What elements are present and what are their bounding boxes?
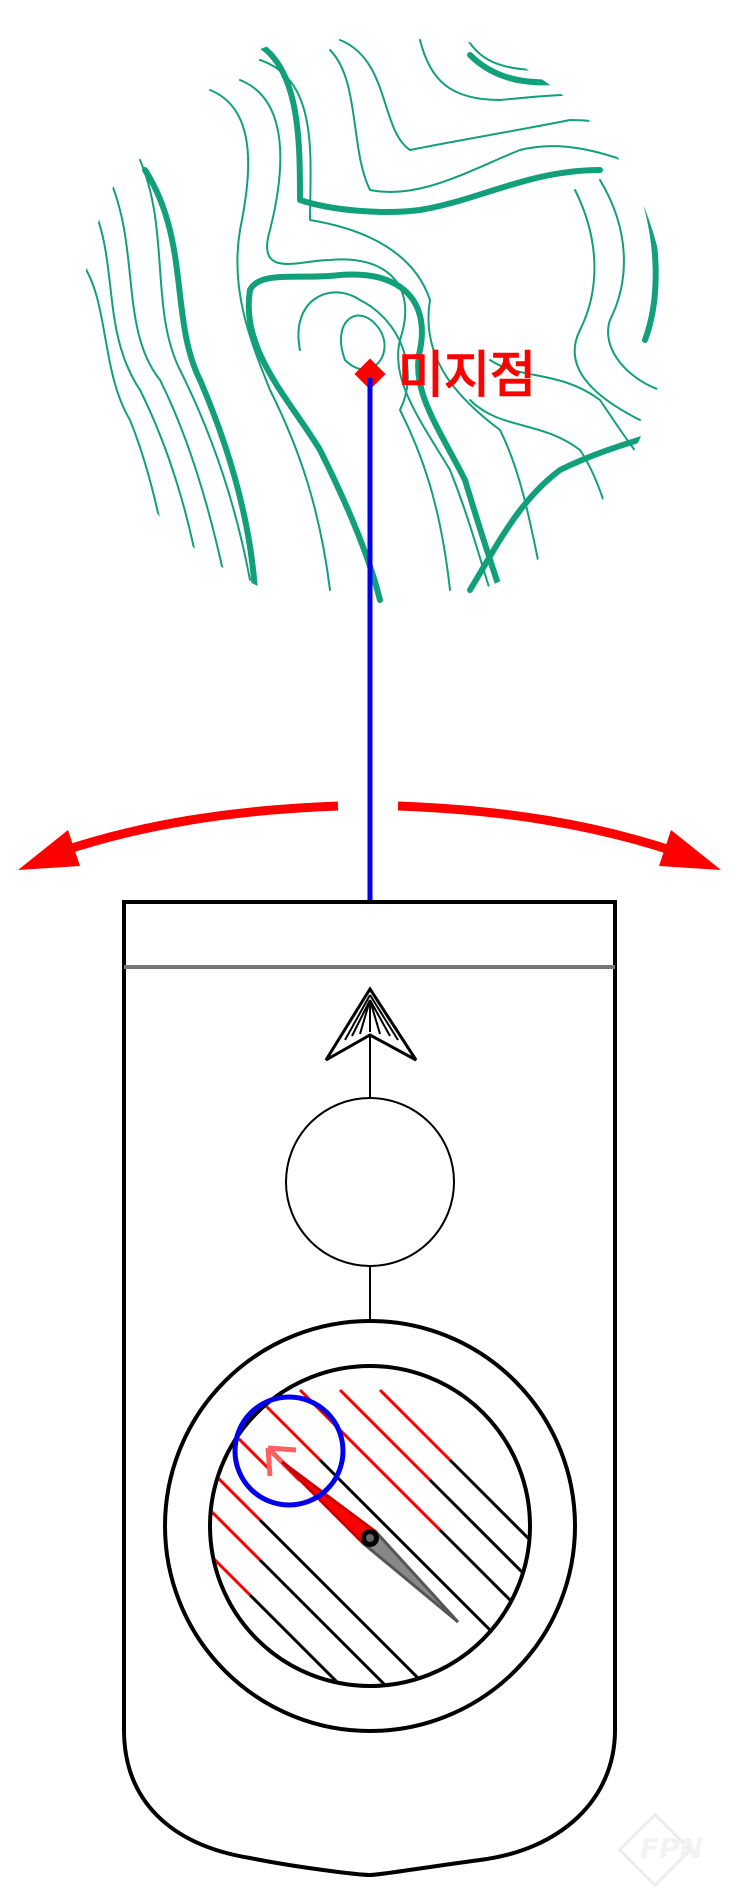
magnetic-needle xyxy=(280,1460,460,1624)
magnifier-circle xyxy=(285,1097,455,1267)
rotate-left-arc xyxy=(58,801,339,857)
rotate-arrows xyxy=(18,801,721,870)
watermark-text: FPN xyxy=(640,1832,703,1865)
rotate-right-arrowhead-icon xyxy=(659,830,721,870)
target-point-marker xyxy=(354,358,386,390)
north-highlight-circle xyxy=(232,1394,346,1508)
rotate-left-arrowhead-icon xyxy=(18,830,80,870)
rotate-right-arc xyxy=(397,801,678,857)
orienting-lines xyxy=(212,1388,528,1684)
target-point-label: 미지점 xyxy=(398,346,536,404)
topographic-map xyxy=(82,26,666,603)
watermark-logo: FPN xyxy=(617,1812,703,1888)
